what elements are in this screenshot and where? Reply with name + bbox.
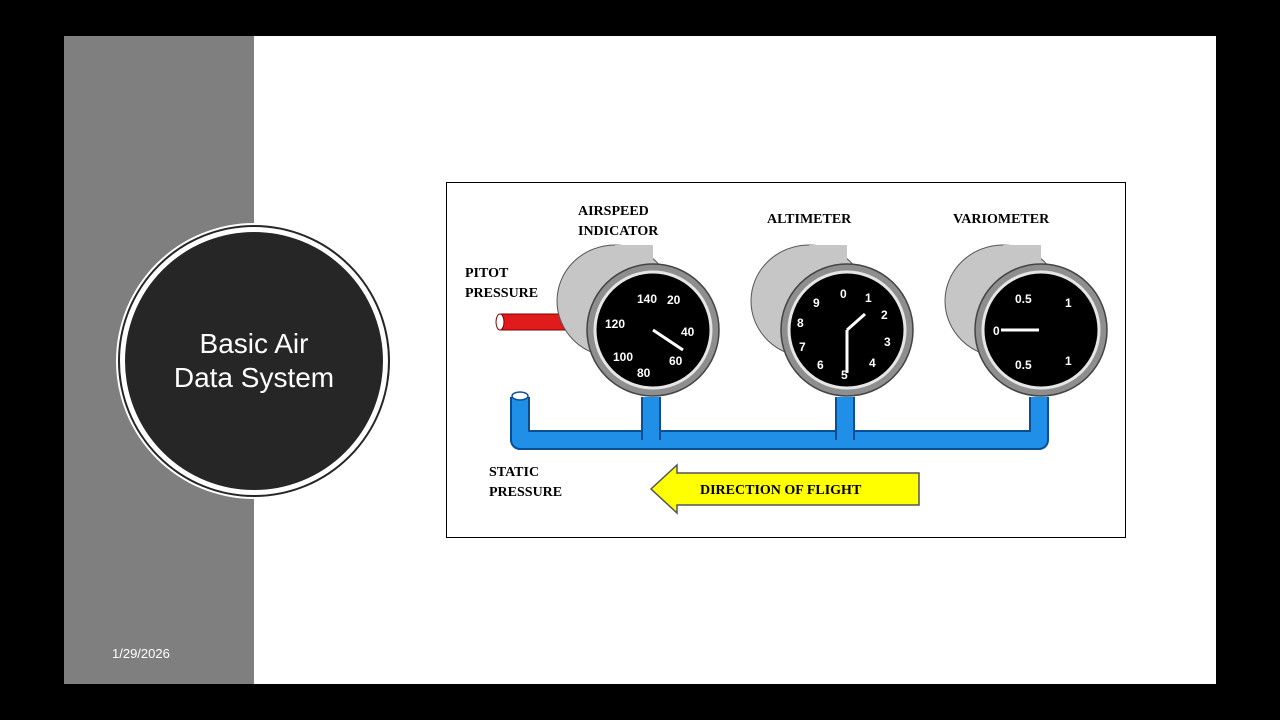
pitot-label-line-1: PITOT <box>465 266 509 281</box>
slide: Basic Air Data System 1/29/2026 <box>64 36 1216 684</box>
airspeed-scale-80: 80 <box>637 366 651 380</box>
variometer-label: VARIOMETER <box>953 212 1050 227</box>
variometer-scale-1-down: 1 <box>1065 354 1072 368</box>
airspeed-indicator-gauge: 140 20 40 60 80 100 120 AIRSPEED INDICAT… <box>556 204 720 397</box>
airspeed-scale-100: 100 <box>613 350 633 364</box>
static-label-line-1: STATIC <box>489 465 539 480</box>
altimeter-scale-6: 6 <box>817 358 824 372</box>
slide-title-line-2: Data System <box>173 362 335 393</box>
air-data-diagram-svg: 140 20 40 60 80 100 120 AIRSPEED INDICAT… <box>465 204 1108 515</box>
airspeed-scale-120: 120 <box>605 317 625 331</box>
pitot-tube <box>495 313 576 331</box>
variometer-scale-1-up: 1 <box>1065 296 1072 310</box>
pitot-label-line-2: PRESSURE <box>465 286 538 301</box>
airspeed-label-line-2: INDICATOR <box>578 224 659 239</box>
altimeter-scale-3: 3 <box>884 335 891 349</box>
variometer-scale-0-5-up: 0.5 <box>1015 292 1032 306</box>
variometer-scale-0: 0 <box>993 324 1000 338</box>
altimeter-scale-2: 2 <box>881 308 888 322</box>
static-pipe <box>510 391 1049 450</box>
title-placeholder[interactable]: Basic Air Data System <box>120 227 388 495</box>
airspeed-scale-60: 60 <box>669 354 683 368</box>
altimeter-short-needle <box>846 312 866 332</box>
airspeed-scale-40: 40 <box>681 325 695 339</box>
airspeed-scale-140: 140 <box>637 292 657 306</box>
air-data-diagram[interactable]: 140 20 40 60 80 100 120 AIRSPEED INDICAT… <box>446 182 1126 538</box>
direction-arrow: DIRECTION OF FLIGHT <box>649 463 920 515</box>
direction-label: DIRECTION OF FLIGHT <box>700 483 862 498</box>
airspeed-needle <box>652 328 684 352</box>
altimeter-scale-8: 8 <box>797 316 804 330</box>
altimeter-gauge: 0 1 2 3 4 5 6 7 8 9 ALTIMETER <box>750 212 914 397</box>
airspeed-scale-20: 20 <box>667 293 681 307</box>
altimeter-label: ALTIMETER <box>767 212 852 227</box>
slide-title[interactable]: Basic Air Data System <box>154 327 354 395</box>
variometer-gauge: 0.5 1 0 0.5 1 VARIOMETER <box>944 212 1108 397</box>
altimeter-scale-7: 7 <box>799 340 806 354</box>
altimeter-scale-4: 4 <box>869 356 876 370</box>
altimeter-scale-0: 0 <box>840 287 847 301</box>
static-label-line-2: PRESSURE <box>489 485 562 500</box>
variometer-scale-0-5-down: 0.5 <box>1015 358 1032 372</box>
altimeter-scale-1: 1 <box>865 291 872 305</box>
altimeter-scale-9: 9 <box>813 296 820 310</box>
altimeter-scale-5: 5 <box>841 368 848 382</box>
slide-date[interactable]: 1/29/2026 <box>112 646 170 661</box>
slide-title-line-1: Basic Air <box>199 328 309 359</box>
airspeed-label-line-1: AIRSPEED <box>578 204 649 219</box>
static-port <box>511 391 529 401</box>
